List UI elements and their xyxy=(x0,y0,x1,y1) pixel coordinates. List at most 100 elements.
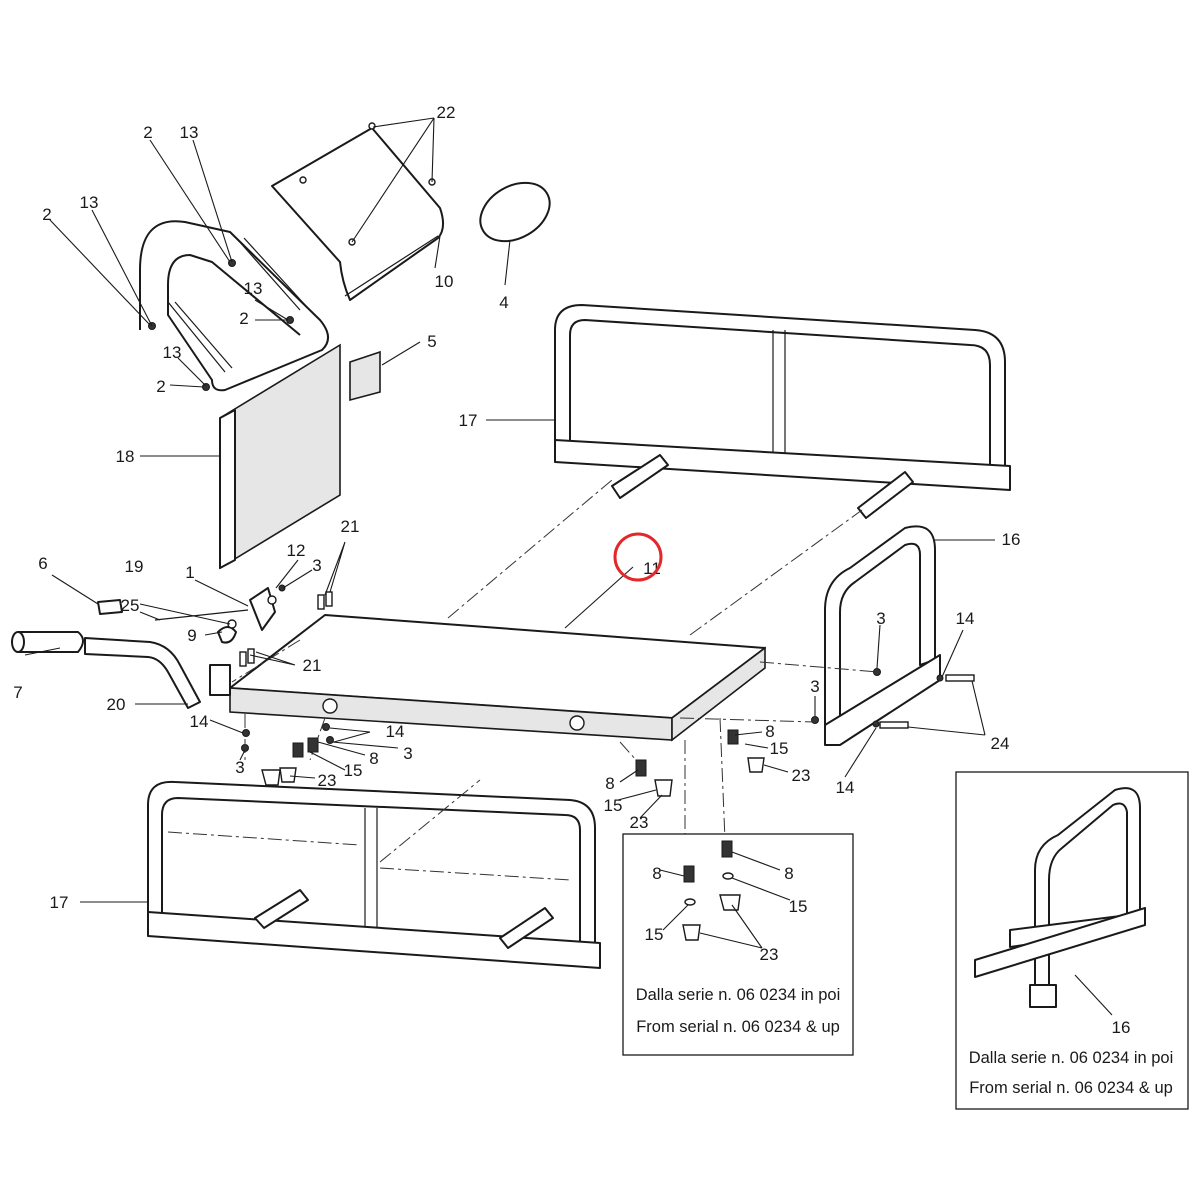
spring-icon xyxy=(727,729,739,745)
pin-icon xyxy=(719,894,741,911)
callout-15: 15 xyxy=(344,761,363,780)
callout-18: 18 xyxy=(116,447,135,466)
seat-board xyxy=(229,614,766,742)
spring-icon xyxy=(721,840,733,858)
callout-17: 17 xyxy=(459,411,478,430)
bolt-icon xyxy=(325,591,333,607)
rear-crossbar-right xyxy=(857,471,914,519)
bolt-icon xyxy=(945,674,975,682)
callout-22: 22 xyxy=(437,103,456,122)
callout-23: 23 xyxy=(318,771,337,790)
callout-1: 1 xyxy=(185,563,194,582)
nut-icon xyxy=(811,716,819,724)
hole-icon xyxy=(569,715,585,731)
callout-20: 20 xyxy=(107,695,126,714)
inset-frame-note-it: Dalla serie n. 06 0234 in poi xyxy=(969,1049,1174,1067)
callout-3: 3 xyxy=(810,677,819,696)
right-side-frame xyxy=(824,525,941,746)
washer-icon xyxy=(267,595,277,605)
callout-15: 15 xyxy=(770,739,789,758)
washer-icon xyxy=(722,872,734,880)
backrest-cushion-side xyxy=(219,409,236,569)
nut-icon xyxy=(242,729,250,737)
callout-19: 19 xyxy=(125,557,144,576)
bolt-icon xyxy=(879,721,909,729)
backrest-tube xyxy=(139,220,329,392)
callout-14: 14 xyxy=(190,712,209,731)
rear-crossbar-left xyxy=(611,454,669,499)
pin-icon xyxy=(747,757,765,773)
callout-15: 15 xyxy=(789,897,808,916)
callout-23: 23 xyxy=(792,766,811,785)
inset-hardware-note-en: From serial n. 06 0234 & up xyxy=(636,1018,840,1036)
washer-icon xyxy=(936,674,944,682)
nut-icon xyxy=(322,723,330,731)
callout-3: 3 xyxy=(403,744,412,763)
callout-2: 2 xyxy=(143,123,152,142)
pin-icon xyxy=(682,924,701,941)
front-side-frame xyxy=(147,780,601,969)
callout-8: 8 xyxy=(652,864,661,883)
callout-15: 15 xyxy=(604,796,623,815)
callout-2: 2 xyxy=(239,309,248,328)
callout-8: 8 xyxy=(765,722,774,741)
inset-frame-rail-lower xyxy=(974,907,1146,978)
inset-frame: Dalla serie n. 06 0234 in poi From seria… xyxy=(955,771,1189,1110)
callout-14: 14 xyxy=(836,778,855,797)
inset-frame-foot xyxy=(1029,984,1057,1008)
callout-numbers: 2 13 2 13 13 2 13 2 22 10 4 5 18 17 16 6… xyxy=(13,103,1130,1037)
o-ring xyxy=(479,181,551,243)
backrest-strip-left xyxy=(167,301,233,373)
canopy-edge xyxy=(344,235,439,297)
assembly-lines xyxy=(167,479,879,881)
callout-23: 23 xyxy=(760,945,779,964)
callout-3: 3 xyxy=(235,758,244,777)
callout-3: 3 xyxy=(876,609,885,628)
spring-icon xyxy=(683,865,695,883)
callout-21: 21 xyxy=(303,656,322,675)
callout-14: 14 xyxy=(386,722,405,741)
latch-plate xyxy=(249,587,276,631)
pin-icon xyxy=(279,767,297,783)
callout-24: 24 xyxy=(991,734,1010,753)
callout-8: 8 xyxy=(784,864,793,883)
callout-9: 9 xyxy=(187,626,196,645)
callout-13: 13 xyxy=(80,193,99,212)
inset-hardware-note-it: Dalla serie n. 06 0234 in poi xyxy=(636,986,841,1004)
clamp-ring xyxy=(217,626,237,644)
callout-12: 12 xyxy=(287,541,306,560)
nut-icon xyxy=(873,668,881,676)
pin-icon xyxy=(261,769,281,786)
callout-8: 8 xyxy=(369,749,378,768)
callout-13: 13 xyxy=(163,343,182,362)
inset-frame-note-en: From serial n. 06 0234 & up xyxy=(969,1079,1173,1097)
callout-13: 13 xyxy=(244,279,263,298)
callout-2: 2 xyxy=(156,377,165,396)
bolt-icon xyxy=(317,594,325,610)
front-crossbar-right xyxy=(499,907,554,949)
label-plate xyxy=(349,350,381,402)
end-cap xyxy=(97,599,123,615)
cable-rod xyxy=(154,609,249,621)
backrest-assembly xyxy=(139,220,381,570)
callout-17: 17 xyxy=(50,893,69,912)
spring-icon xyxy=(292,742,304,758)
leader-lines xyxy=(24,117,1113,1016)
callout-23: 23 xyxy=(630,813,649,832)
rivet-icon xyxy=(368,122,376,130)
rivet-icon xyxy=(299,176,307,184)
callout-16: 16 xyxy=(1002,530,1021,549)
callout-2: 2 xyxy=(42,205,51,224)
rear-side-frame xyxy=(554,304,1011,519)
washer-icon xyxy=(684,898,696,906)
hardware xyxy=(239,591,975,797)
callout-11: 11 xyxy=(643,559,661,578)
callout-10: 10 xyxy=(435,272,454,291)
backrest-strip-right xyxy=(237,237,307,311)
callout-25: 25 xyxy=(121,596,140,615)
callout-4: 4 xyxy=(499,293,508,312)
highlight-circle xyxy=(613,532,663,582)
callout-15: 15 xyxy=(645,925,664,944)
right-frame-base-rail xyxy=(824,654,941,746)
